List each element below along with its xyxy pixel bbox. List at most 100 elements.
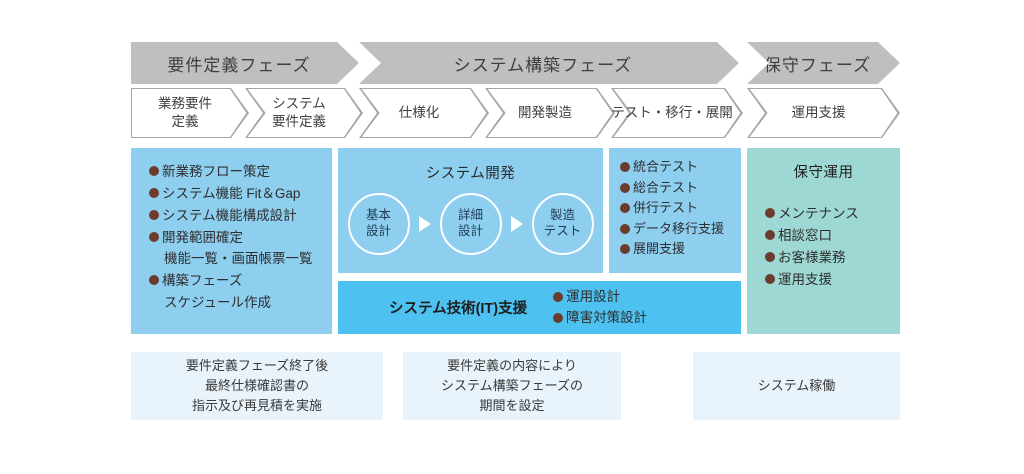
development-step-row: 基本設計詳細設計製造テスト	[338, 193, 603, 255]
step-label-line2: 設計	[457, 224, 483, 238]
note-line: 要件定義の内容により	[447, 358, 577, 374]
step-label-line1: 製造	[549, 208, 575, 223]
subphase-label: 業務要件定義	[158, 95, 212, 129]
bullet-label: 運用支援	[778, 271, 832, 287]
subphase-business-requirements: 業務要件定義	[131, 88, 249, 138]
note-line: システム構築フェーズの	[441, 378, 583, 394]
bullet-item: 開発範囲確定	[149, 227, 313, 249]
bullet-label: 構築フェーズ	[162, 273, 243, 289]
bullet-dot-icon	[765, 208, 775, 218]
bullet-dot-icon	[620, 244, 630, 255]
development-step-circle: 製造テスト	[531, 193, 594, 255]
bullet-label: 展開支援	[633, 241, 686, 257]
bullet-dot-icon	[553, 292, 564, 303]
note-system-live: システム稼働	[693, 352, 900, 420]
chevron-fill	[132, 89, 248, 137]
maintenance-bullet-list: メンテナンス相談窓口お客様業務運用支援	[765, 203, 900, 290]
chevron-fill	[612, 89, 742, 137]
bullet-label: システム機能構成設計	[162, 207, 297, 223]
maintenance-content-panel: 保守運用 メンテナンス相談窓口お客様業務運用支援	[747, 148, 900, 334]
development-step-circle: 詳細設計	[439, 193, 502, 255]
note-line: 期間を設定	[479, 397, 545, 413]
bullet-item: システム機能 Fit＆Gap	[149, 183, 313, 205]
bullet-dot-icon	[149, 166, 159, 176]
bullet-dot-icon	[620, 182, 630, 193]
it-support-bullet-list: 運用設計障害対策設計	[553, 287, 647, 328]
bullet-item: 総合テスト	[620, 178, 724, 199]
bullet-label: 併行テスト	[633, 200, 699, 216]
bullet-item: スケジュール作成	[149, 292, 313, 314]
bullet-dot-icon	[765, 251, 775, 262]
bullet-dot-icon	[765, 229, 775, 240]
subphase-operation-support: 運用支援	[747, 88, 900, 138]
bullet-label: 開発範囲確定	[162, 229, 243, 245]
system-development-title: システム開発	[425, 166, 516, 182]
phase-banner-label: システム構築フェーズ	[453, 55, 633, 75]
bullet-dot-icon	[149, 231, 159, 242]
bullet-item: 統合テスト	[620, 157, 724, 178]
bullet-item: メンテナンス	[765, 203, 900, 225]
phase-banner-maintenance: 保守フェーズ	[747, 42, 900, 84]
bullet-label: メンテナンス	[778, 206, 859, 221]
phase-banner-requirements: 要件定義フェーズ	[131, 42, 359, 84]
bullet-item: 運用支援	[765, 269, 900, 291]
it-support-band: システム技術(IT)支援 運用設計障害対策設計	[338, 281, 741, 334]
bullet-item: 運用設計	[553, 287, 647, 307]
subphase-label: 仕様化	[398, 104, 440, 120]
bullet-item: 相談窓口	[765, 225, 900, 247]
bullet-item: データ移行支援	[620, 219, 724, 240]
bullet-item: システム機能構成設計	[149, 205, 313, 227]
bullet-label: 障害対策設計	[566, 309, 648, 325]
bullet-label: 統合テスト	[633, 159, 699, 174]
note-text: 要件定義フェーズ終了後最終仕様確認書の指示及び再見積を実施	[186, 356, 328, 415]
subphase-system-requirements: システム要件定義	[245, 88, 363, 138]
bullet-dot-icon	[149, 275, 159, 286]
subphase-development-manufacturing: 開発製造	[485, 88, 615, 138]
note-line: 要件定義フェーズ終了後	[185, 358, 329, 374]
bullet-label: 総合テスト	[633, 179, 699, 195]
bullet-dot-icon	[553, 312, 564, 323]
bullet-item: 併行テスト	[620, 198, 724, 219]
bullet-label: スケジュール作成	[164, 295, 272, 311]
phase-banner-label: 保守フェーズ	[763, 55, 872, 75]
development-step-circle: 基本設計	[347, 193, 410, 255]
chevron-fill	[360, 89, 488, 137]
note-text: システム稼働	[758, 376, 836, 396]
step-label-line1: 基本	[365, 208, 391, 223]
test-bullet-list: 統合テスト総合テスト併行テストデータ移行支援展開支援	[620, 157, 724, 260]
bullet-dot-icon	[149, 209, 159, 220]
subphase-label: システム要件定義	[272, 95, 326, 129]
bullet-dot-icon	[620, 203, 630, 214]
subphase-specification: 仕様化	[359, 88, 489, 138]
arrow-right-icon	[418, 216, 431, 232]
chevron-fill	[748, 89, 899, 137]
bullet-label: 運用設計	[566, 289, 621, 305]
note-requirements: 要件定義フェーズ終了後最終仕様確認書の指示及び再見積を実施	[131, 352, 383, 420]
bullet-dot-icon	[620, 162, 630, 172]
bullet-item: 新業務フロー策定	[149, 161, 313, 183]
bullet-label: お客様業務	[778, 249, 846, 265]
note-text: 要件定義の内容によりシステム構築フェーズの期間を設定	[441, 356, 583, 415]
bullet-dot-icon	[620, 223, 630, 234]
step-label-line2: テスト	[543, 224, 582, 238]
subphase-label: 開発製造	[518, 104, 572, 120]
test-content-panel: 統合テスト総合テスト併行テストデータ移行支援展開支援	[609, 148, 741, 273]
subphase-label: テスト・移行・展開	[611, 104, 733, 120]
maintenance-title: 保守運用	[793, 165, 854, 181]
chevron-fill	[486, 89, 614, 137]
phase-banner-system-build: システム構築フェーズ	[359, 42, 739, 84]
note-line: システム稼働	[757, 378, 836, 394]
bullet-dot-icon	[765, 273, 775, 284]
it-support-title: システム技術(IT)支援	[389, 301, 528, 317]
bullet-dot-icon	[149, 187, 159, 198]
bullet-label: 新業務フロー策定	[162, 164, 270, 179]
note-build-period: 要件定義の内容によりシステム構築フェーズの期間を設定	[403, 352, 621, 420]
bullet-item: 展開支援	[620, 239, 724, 260]
subphase-label: 運用支援	[791, 104, 846, 120]
phase-banner-label: 要件定義フェーズ	[167, 55, 311, 75]
note-line: 指示及び再見積を実施	[191, 397, 322, 413]
bullet-item: 障害対策設計	[553, 308, 647, 328]
